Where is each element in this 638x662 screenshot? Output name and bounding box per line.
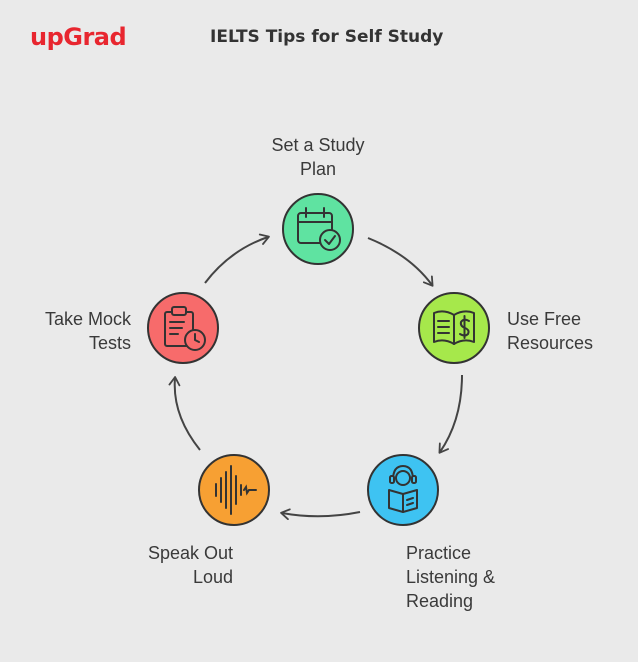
label-line: Resources bbox=[507, 333, 594, 353]
label-line: Speak Out bbox=[147, 543, 233, 563]
step-label-practice-listening-reading: Practice Listening & Reading bbox=[406, 541, 495, 613]
arrow-practice-to-speak bbox=[280, 508, 361, 521]
arrow-resources-to-practice bbox=[438, 374, 463, 454]
step-label-speak-out-loud: Speak Out Loud bbox=[120, 541, 233, 589]
clipboard-clock-icon bbox=[164, 306, 206, 351]
book-dollar-icon bbox=[433, 310, 475, 345]
reader-headphones-icon bbox=[388, 465, 418, 513]
label-line: Take Mock bbox=[44, 309, 131, 329]
step-circle bbox=[198, 454, 270, 526]
step-label-set-study-plan: Set a Study Plan bbox=[248, 133, 388, 181]
calendar-check-icon bbox=[297, 207, 341, 251]
step-circle bbox=[367, 454, 439, 526]
label-line: Listening & bbox=[406, 567, 496, 587]
label-line: Loud bbox=[192, 567, 233, 587]
step-speak-out-loud bbox=[198, 454, 270, 526]
step-use-free-resources bbox=[418, 292, 490, 364]
sound-wave-icon bbox=[215, 465, 257, 515]
step-practice-listening-reading bbox=[367, 454, 439, 526]
arrow-speak-to-mock bbox=[168, 376, 201, 451]
step-take-mock-tests bbox=[147, 292, 219, 364]
label-line: Tests bbox=[88, 333, 131, 353]
step-circle bbox=[282, 193, 354, 265]
label-line: Plan bbox=[299, 159, 337, 179]
brand-logo: upGrad bbox=[30, 23, 127, 51]
arrow-mock-to-plan bbox=[204, 233, 270, 284]
label-line: Set a Study bbox=[271, 135, 365, 155]
arrow-plan-to-resources bbox=[367, 237, 434, 287]
step-label-use-free-resources: Use Free Resources bbox=[507, 307, 593, 355]
label-line: Use Free bbox=[507, 309, 582, 329]
step-set-study-plan bbox=[282, 193, 354, 265]
step-label-take-mock-tests: Take Mock Tests bbox=[20, 307, 131, 355]
label-line: Reading bbox=[406, 591, 474, 611]
page-title: IELTS Tips for Self Study bbox=[210, 27, 444, 47]
label-line: Practice bbox=[406, 543, 472, 563]
